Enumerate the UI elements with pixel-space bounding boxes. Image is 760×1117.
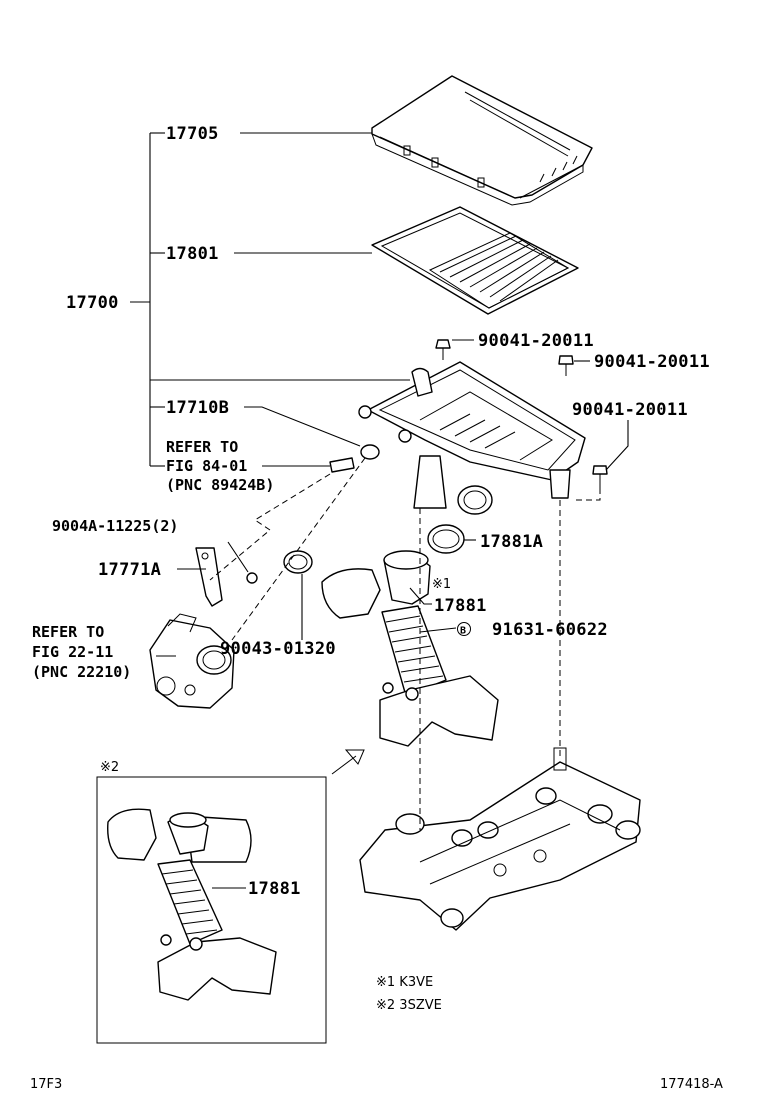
hose-clamp-17881A: [427, 524, 465, 554]
label-90041-b: 90041-20011: [594, 352, 710, 372]
footer-right-code: 177418-A: [660, 1077, 723, 1092]
refer-84-line2: FIG 84-01: [166, 457, 247, 475]
o-ring-90043: [283, 550, 313, 574]
label-17710B: 17710B: [166, 398, 229, 418]
bolt-90041-c: [592, 465, 608, 488]
air-cleaner-case-17710B: [358, 361, 586, 515]
footer-left-code: 17F3: [30, 1077, 62, 1092]
note-mark-1: ※1: [432, 577, 451, 592]
refer-22-line2: FIG 22-11: [32, 643, 113, 661]
air-filter-element-17801: [371, 206, 579, 315]
refer-84-line1: REFER TO: [166, 438, 238, 456]
grommet-part: [329, 444, 380, 473]
label-9004A: 9004A-11225(2): [52, 517, 178, 535]
label-17700: 17700: [66, 293, 119, 313]
label-17881-main: 17881: [434, 596, 487, 616]
refer-84-line3: (PNC 89424B): [166, 476, 274, 494]
refer-22-line1: REFER TO: [32, 623, 104, 641]
legend-note-1: ※1 K3VE: [376, 975, 433, 990]
label-90043: 90043-01320: [220, 639, 336, 659]
label-17801: 17801: [166, 244, 219, 264]
throttle-body: [149, 613, 235, 709]
note-mark-2: ※2: [100, 760, 119, 775]
bracket-17771A: [195, 547, 258, 607]
label-17771A: 17771A: [98, 560, 161, 580]
label-91631: 91631-60622: [492, 620, 608, 640]
air-cleaner-cap-17705: [371, 75, 593, 206]
label-17705: 17705: [166, 124, 219, 144]
intake-manifold: [359, 747, 641, 931]
circled-b-letter: B: [460, 626, 466, 637]
bolt-90041-b: [558, 355, 574, 376]
circled-b-icon: B: [457, 622, 471, 637]
bolt-90041-a: [435, 339, 451, 360]
label-90041-c: 90041-20011: [572, 400, 688, 420]
intake-hose-17881-main: [321, 550, 499, 747]
refer-22-line3: (PNC 22210): [32, 663, 131, 681]
label-17881-alt: 17881: [248, 879, 301, 899]
legend-note-2: ※2 3SZVE: [376, 998, 442, 1013]
inset-box-3szve: [96, 776, 327, 1044]
leader-lines: [130, 132, 629, 889]
reference-arrow: [331, 749, 365, 775]
label-90041-a: 90041-20011: [478, 331, 594, 351]
assembly-dashed-lines: [209, 457, 601, 830]
label-17881A: 17881A: [480, 532, 543, 552]
